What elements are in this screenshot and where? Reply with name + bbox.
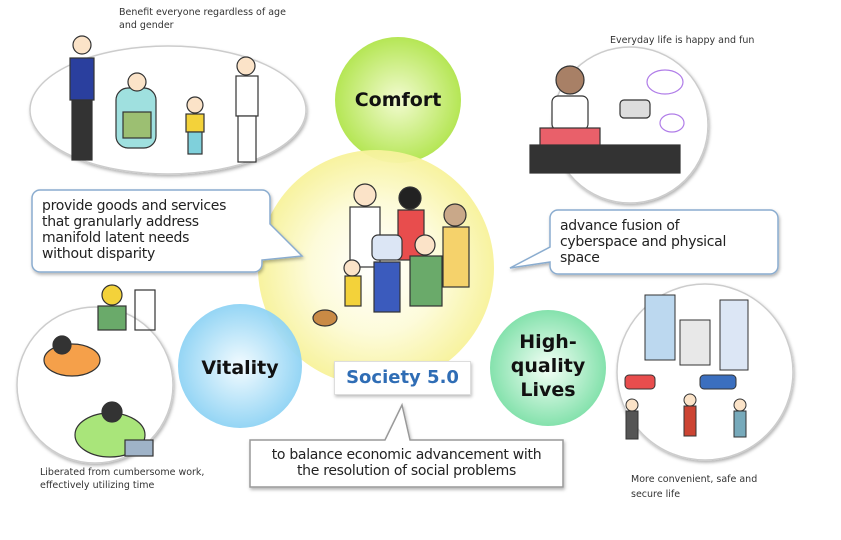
lives-label: High- quality Lives xyxy=(500,330,596,402)
callout-line: the resolution of social problems xyxy=(296,463,516,479)
callout-left: provide goods and services that granular… xyxy=(42,198,226,262)
callout-line: advance fusion of xyxy=(560,218,680,234)
people-illustration xyxy=(69,35,259,163)
caption-top-right: Everyday life is happy and fun xyxy=(610,35,755,46)
caption-line: secure life xyxy=(631,489,681,500)
caption-line: More convenient, safe and xyxy=(631,474,758,485)
callout-line: to balance economic advancement with xyxy=(271,447,542,463)
callout-bottom-shape xyxy=(249,402,564,488)
family-robot-illustration xyxy=(312,183,470,327)
callout-line: manifold latent needs xyxy=(42,230,190,246)
callout-line: cyberspace and physical xyxy=(560,234,727,250)
lives-line: High- xyxy=(519,331,577,353)
caption-top-left: Benefit everyone regardless of age and g… xyxy=(119,6,286,32)
callout-right-shape xyxy=(509,209,779,275)
callout-line: that granularly address xyxy=(42,214,199,230)
caption-line: and gender xyxy=(119,20,174,31)
comfort-circle xyxy=(335,37,461,163)
caption-bottom-left: Liberated from cumbersome work, effectiv… xyxy=(40,466,204,492)
cooking-illustration xyxy=(529,65,685,174)
callout-line: without disparity xyxy=(42,246,155,262)
callout-line: provide goods and services xyxy=(42,198,227,214)
lives-line: Lives xyxy=(520,379,576,401)
caption-line: Benefit everyone regardless of age xyxy=(119,7,286,18)
work-illustration xyxy=(43,284,156,458)
callout-line: space xyxy=(560,250,600,266)
lives-line: quality xyxy=(510,355,586,377)
callout-left-shape xyxy=(31,189,304,273)
vitality-circle xyxy=(178,304,302,428)
caption-bottom-right: More convenient, safe and secure life xyxy=(631,472,757,502)
comfort-label: Comfort xyxy=(354,89,442,111)
society-title: Society 5.0 xyxy=(334,361,471,395)
vitality-label: Vitality xyxy=(201,357,279,379)
caption-line: Liberated from cumbersome work, xyxy=(40,467,205,478)
caption-line: effectively utilizing time xyxy=(40,480,155,491)
callout-right: advance fusion of cyberspace and physica… xyxy=(560,218,726,266)
lives-circle xyxy=(490,310,606,426)
city-illustration xyxy=(624,294,749,440)
callout-bottom: to balance economic advancement with the… xyxy=(250,447,563,479)
scene-bubble-bottom-right xyxy=(616,283,794,461)
